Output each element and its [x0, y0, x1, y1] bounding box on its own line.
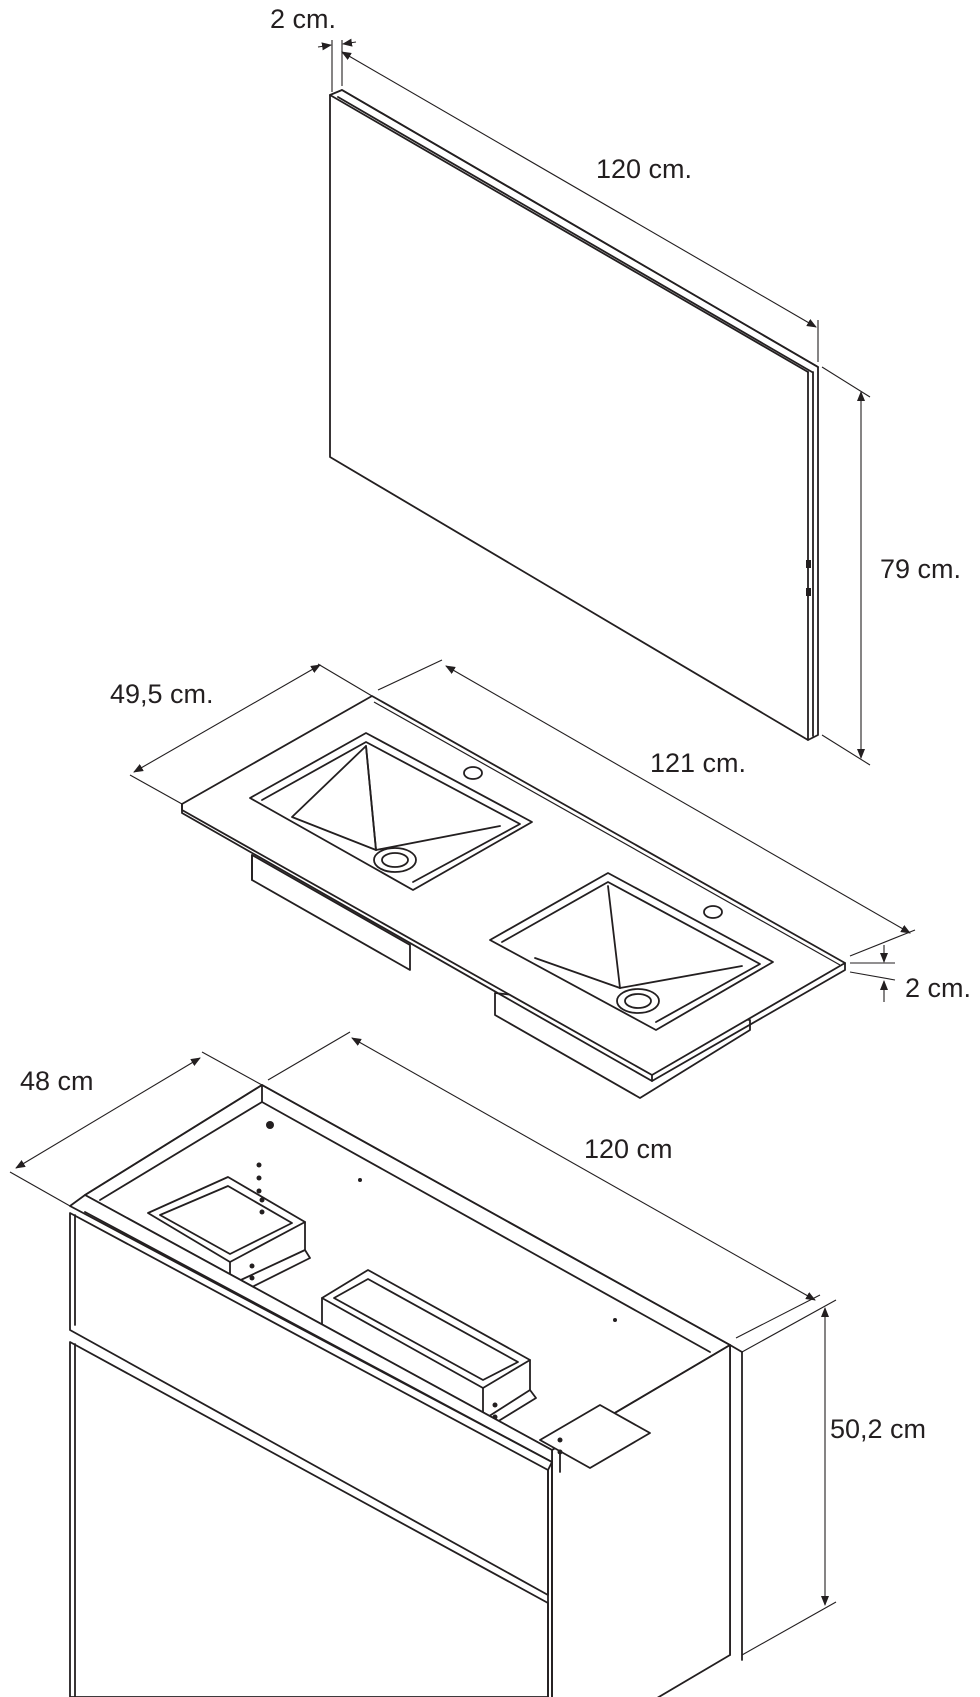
washbasin-depth-dimension	[129, 663, 373, 805]
mirror-depth-dimension	[317, 38, 357, 92]
mirror-width-label: 120 cm.	[596, 154, 692, 184]
washbasin-depth-label: 49,5 cm.	[110, 679, 214, 709]
washbasin-thickness-label: 2 cm.	[905, 973, 971, 1003]
mirror	[329, 89, 819, 741]
cabinet-width-label: 120 cm	[584, 1134, 673, 1164]
mirror-depth-label: 2 cm.	[270, 4, 336, 34]
cabinet	[69, 1084, 743, 1697]
cabinet-width-dimension	[267, 1031, 821, 1339]
drawer-front-bottom	[69, 1341, 549, 1697]
drawer-tray-left	[147, 1176, 311, 1294]
drawer-tray-right	[539, 1404, 651, 1473]
washbasin-thickness-dimension	[849, 945, 896, 1002]
cabinet-depth-dimension	[9, 1051, 263, 1207]
cabinet-height-dimension	[741, 1299, 837, 1656]
washbasin-width-dimension	[377, 659, 916, 957]
cabinet-depth-label: 48 cm	[20, 1066, 94, 1096]
mirror-width-dimension	[341, 51, 819, 362]
cabinet-height-label: 50,2 cm	[830, 1414, 926, 1444]
mirror-height-dimension	[821, 366, 871, 766]
washbasin-width-label: 121 cm.	[650, 748, 746, 778]
mirror-height-label: 79 cm.	[880, 554, 961, 584]
